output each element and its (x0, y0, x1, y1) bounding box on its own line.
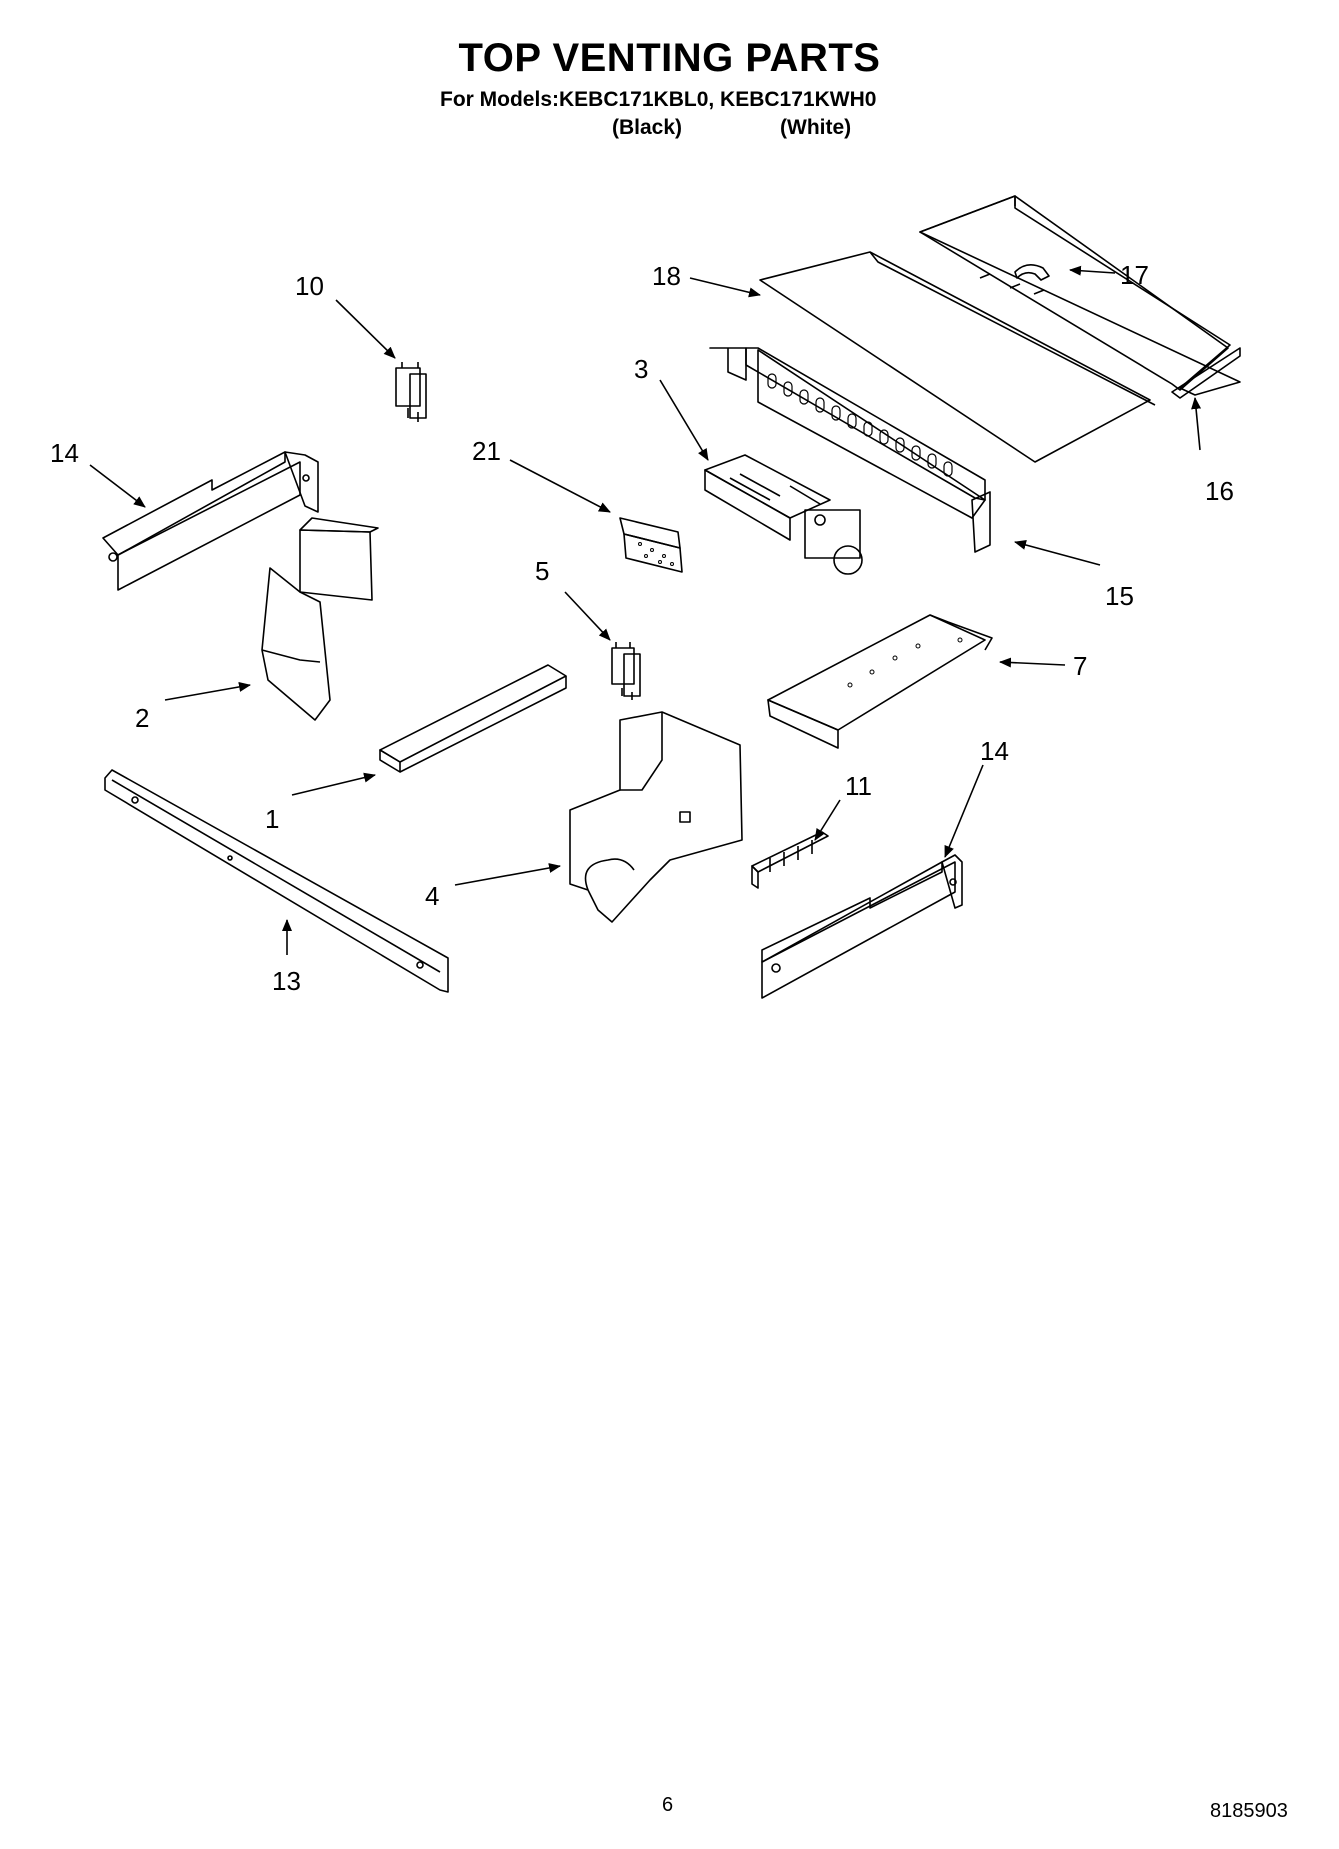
page-number: 6 (662, 1794, 674, 1816)
document-number: 8185903 (1210, 1800, 1288, 1822)
part-21-insulation-block (619, 517, 683, 573)
part-14-right-bracket (761, 854, 963, 999)
callout-10: 10 (295, 271, 324, 301)
variant-black: (Black) (612, 116, 683, 139)
callout-13: 13 (272, 966, 301, 996)
callout-18: 18 (652, 261, 681, 291)
part-7-base-plate (767, 614, 993, 749)
part-14-left-bracket (102, 451, 319, 591)
callout-14-left: 14 (50, 438, 79, 468)
part-16-cover-plate (919, 195, 1241, 399)
callout-2: 2 (135, 703, 149, 733)
callout-11: 11 (845, 771, 872, 801)
part-3-blower-assembly (704, 454, 863, 575)
callout-16: 16 (1205, 476, 1234, 506)
models-line: For Models:KEBC171KBL0, KEBC171KWH0 (440, 88, 877, 111)
part-18-top-plate (759, 251, 1156, 463)
part-10-switch (395, 362, 427, 422)
callout-21: 21 (472, 436, 501, 466)
part-1-divider (379, 664, 567, 773)
callout-5: 5 (535, 556, 549, 586)
part-4-shield (569, 711, 743, 923)
callout-14-right: 14 (980, 736, 1009, 766)
callout-4: 4 (425, 881, 439, 911)
callout-15: 15 (1105, 581, 1134, 611)
part-5-switch (611, 642, 641, 700)
page-title: TOP VENTING PARTS (458, 36, 881, 80)
callout-3: 3 (634, 354, 648, 384)
callout-17: 17 (1120, 260, 1149, 290)
part-15-vented-channel (709, 347, 991, 553)
callout-1: 1 (265, 804, 279, 834)
part-13-long-rail (104, 769, 449, 993)
part-2-duct (261, 517, 379, 721)
part-11-terminal-block (751, 831, 829, 889)
part-17-clip (1014, 264, 1050, 281)
variant-white: (White) (780, 116, 852, 139)
callout-7: 7 (1073, 651, 1087, 681)
